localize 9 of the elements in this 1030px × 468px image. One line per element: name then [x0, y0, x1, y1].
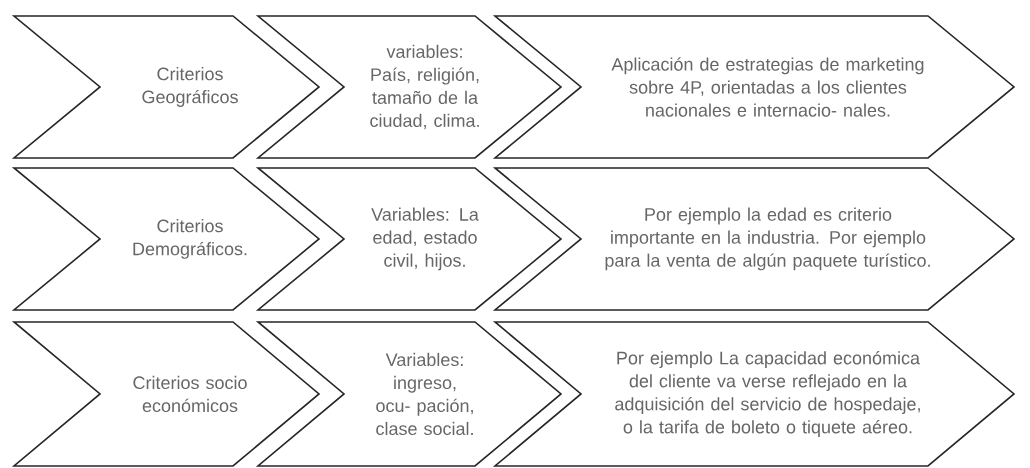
chevron-box: Por ejemplo la edad es criterio importante en la industria. Por ejemplo para la venta de algún paquete turístico. [492, 167, 1016, 311]
chevron-box: Variables: La edad, estado civil, hijos. [255, 167, 563, 311]
chevron-box: Criterios Demográficos. [11, 167, 321, 311]
chevron-box: Criterios socio económicos [11, 321, 321, 467]
chevron-box: variables: País, religión, tamaño de la ciudad, clima. [255, 15, 563, 159]
chevron-box: Por ejemplo La capacidad económica del cliente va verse reflejado en la adquisición del servicio de hospedaje, o la tarifa de boleto o tiquete aéreo. [492, 321, 1016, 467]
chevron-box: Criterios Geográficos [11, 15, 321, 159]
chevron-box: Aplicación de estrategias de marketing sobre 4P, orientadas a los clientes nacionales e internacio- nales. [492, 15, 1016, 159]
chevron-box: Variables: ingreso, ocu- pación, clase social. [255, 321, 563, 467]
